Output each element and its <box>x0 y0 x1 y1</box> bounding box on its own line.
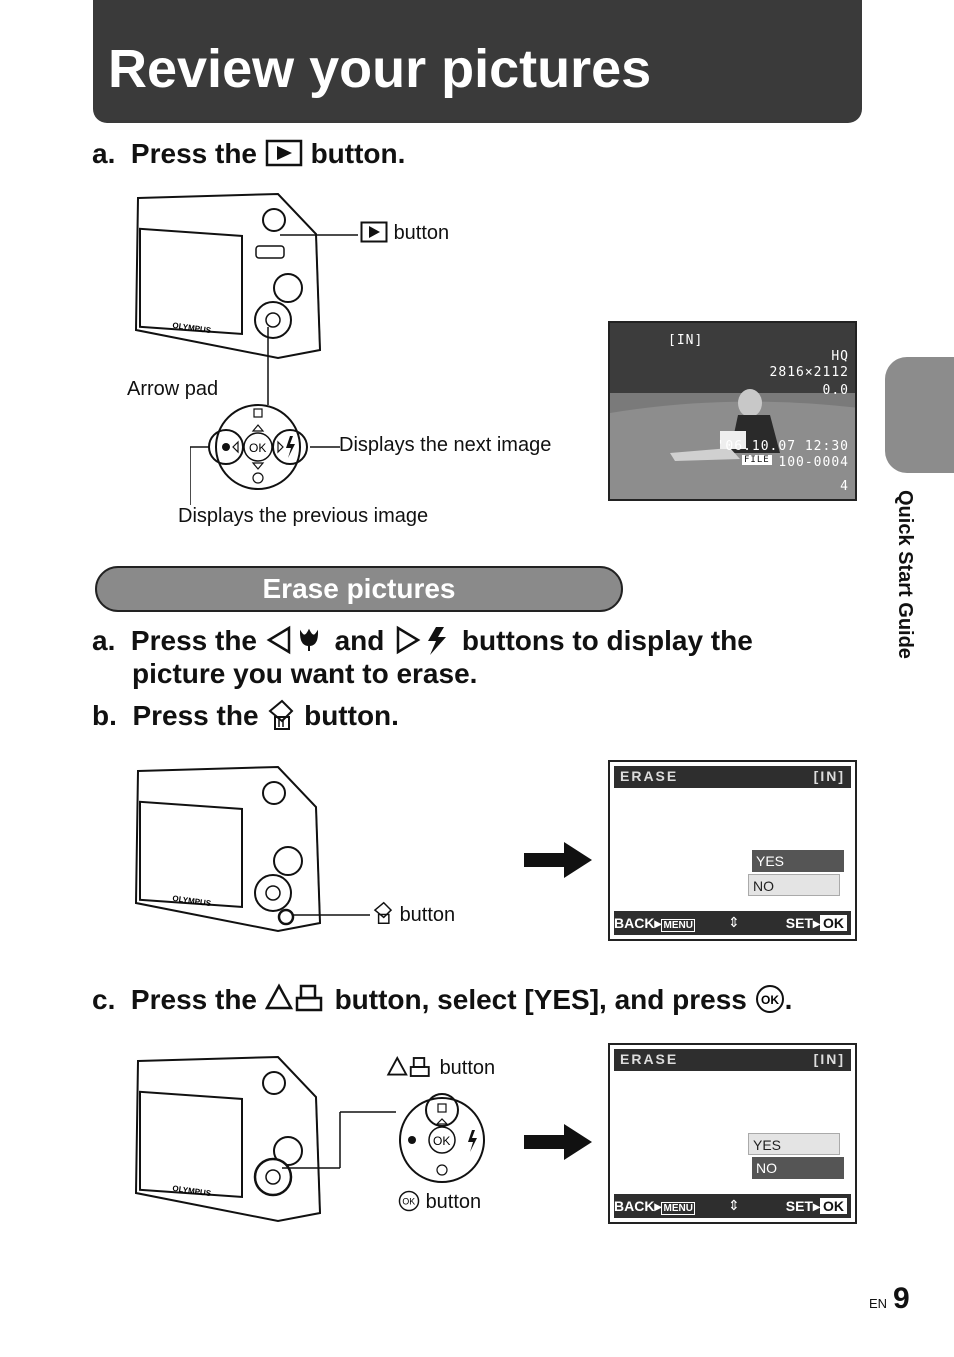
updown-icon: ⇕ <box>728 914 740 930</box>
ok-circle-icon: OK <box>755 985 784 1013</box>
ok-button-callout: OK button <box>398 1190 481 1214</box>
play-button-callout: button <box>360 221 449 245</box>
sample-photo-display: [IN] HQ 2816×2112 0.0 '06.10.07 12:30 FI… <box>608 321 857 501</box>
erase-screen-1: ERASE[IN] YES NO BACK▸MENU ⇕ SET▸OK <box>608 760 857 941</box>
svg-text:OK: OK <box>761 993 779 1007</box>
camera-illustration-3: OLYMPUS <box>134 1055 322 1223</box>
trash-callout-line <box>292 914 370 916</box>
side-tab-label: Quick Start Guide <box>894 490 916 659</box>
no-option[interactable]: NO <box>748 874 840 896</box>
next-image-label: Displays the next image <box>339 434 552 456</box>
left-macro-icon <box>266 625 318 655</box>
up-button-callout: button <box>386 1055 495 1080</box>
page-number: 9 <box>893 1282 910 1315</box>
up-print-icon <box>264 983 323 1012</box>
right-flash-icon <box>396 625 447 655</box>
erase-screen-2: ERASE[IN] YES NO BACK▸MENU ⇕ SET▸OK <box>608 1043 857 1224</box>
camera-illustration-1: OLYMPUS <box>134 192 322 360</box>
language-code: EN <box>869 1296 888 1311</box>
ok-circle-icon: OK <box>398 1190 420 1212</box>
trash-icon <box>268 699 294 730</box>
yes-option[interactable]: YES <box>752 850 844 872</box>
pad-callout-lines <box>282 1111 396 1169</box>
camera-illustration-2: OLYMPUS <box>134 765 322 933</box>
play-icon <box>265 139 303 167</box>
sample-photo <box>610 323 855 499</box>
svg-text:OK: OK <box>402 1197 415 1207</box>
page-title: Review your pictures <box>108 39 652 99</box>
trash-icon <box>373 901 393 924</box>
play-icon <box>360 221 388 243</box>
up-print-icon <box>386 1056 430 1077</box>
ok-icon: OK <box>249 441 266 455</box>
svg-text:OK: OK <box>433 1134 450 1148</box>
yes-option[interactable]: YES <box>748 1133 840 1155</box>
arrow-pad-label: Arrow pad <box>127 378 219 400</box>
erase-pictures-heading: Erase pictures <box>95 566 623 612</box>
erase-step-a: a. Press the and buttons to display the <box>92 625 753 656</box>
previous-image-label: Displays the previous image <box>178 505 429 527</box>
arrow-right-icon <box>524 1124 592 1160</box>
trash-button-callout: button <box>372 900 455 927</box>
arrow-right-icon <box>524 842 592 878</box>
updown-icon: ⇕ <box>728 1197 740 1213</box>
erase-step-b: b. Press the button. <box>92 699 399 731</box>
arrow-pad-diagram-2: OK <box>399 1093 485 1183</box>
review-step-a: a. Press the button. <box>92 138 406 169</box>
title-bar <box>93 0 862 123</box>
side-tab <box>885 357 954 473</box>
callout-lines <box>190 234 358 505</box>
erase-step-a-line2: picture you want to erase. <box>132 658 478 689</box>
no-option[interactable]: NO <box>752 1157 844 1179</box>
erase-step-c: c. Press the button, select [YES], and p… <box>92 983 793 1015</box>
arrow-pad-diagram: OK <box>208 404 308 490</box>
